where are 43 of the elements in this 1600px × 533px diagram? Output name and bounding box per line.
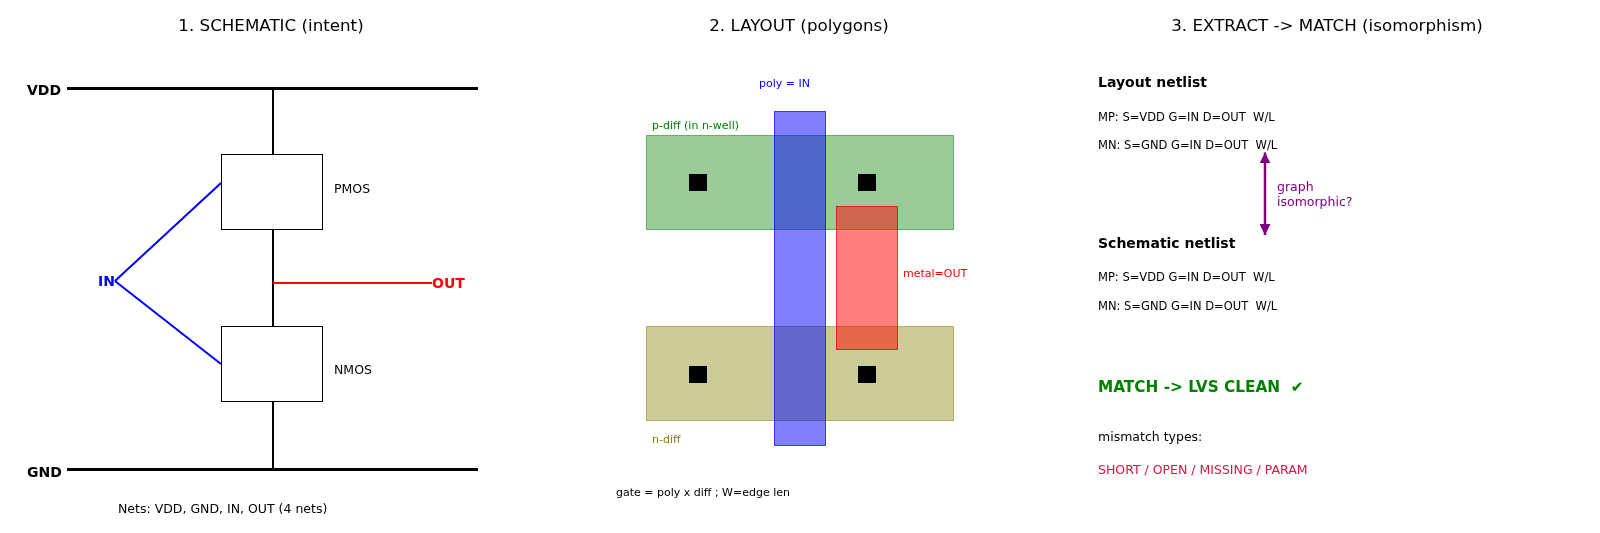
poly-strip	[774, 111, 826, 446]
double-arrow	[1259, 152, 1271, 235]
contact-square	[858, 366, 876, 383]
netlist-line: MN: S=GND G=IN D=OUT W/L	[1098, 138, 1278, 153]
p-diffusion-region	[646, 135, 954, 230]
panel-title: 2. LAYOUT (polygons)	[709, 15, 889, 35]
netlist-line: MP: S=VDD G=IN D=OUT W/L	[1098, 270, 1275, 285]
note-text: mismatch types:	[1098, 428, 1203, 444]
device-label: PMOS	[334, 180, 371, 196]
wire	[113, 182, 222, 282]
net-label: IN	[98, 272, 115, 290]
contact-square	[689, 174, 707, 191]
layer-label: metal=OUT	[903, 267, 968, 281]
device-label: NMOS	[334, 361, 372, 377]
contact-square	[858, 174, 876, 191]
net-label: GND	[27, 463, 62, 481]
wire	[113, 280, 222, 365]
transistor-box	[221, 154, 323, 230]
power-rail	[67, 87, 478, 90]
panel-title: 3. EXTRACT -> MATCH (isomorphism)	[1171, 15, 1483, 35]
netlist-heading: Schematic netlist	[1098, 235, 1236, 252]
netlist-line: MN: S=GND G=IN D=OUT W/L	[1098, 299, 1278, 314]
netlist-heading: Layout netlist	[1098, 74, 1207, 91]
wire	[272, 229, 274, 327]
metal-strip	[836, 206, 898, 350]
wire	[272, 89, 274, 155]
wire	[272, 282, 433, 284]
panel-title: 1. SCHEMATIC (intent)	[178, 15, 364, 35]
status-text: MATCH -> LVS CLEAN ✔	[1098, 377, 1304, 397]
transistor-box	[221, 326, 323, 402]
note-text: gate = poly x diff ; W=edge len	[616, 486, 790, 500]
net-label: VDD	[27, 81, 62, 99]
layer-label: poly = IN	[759, 77, 810, 91]
layer-label: p-diff (in n-well)	[652, 119, 739, 133]
contact-square	[689, 366, 707, 383]
ground-rail	[67, 468, 478, 471]
n-diffusion-region	[646, 326, 954, 421]
mismatch-list: SHORT / OPEN / MISSING / PARAM	[1098, 461, 1308, 477]
wire	[272, 401, 274, 469]
layer-label: n-diff	[652, 433, 681, 447]
note-text: Nets: VDD, GND, IN, OUT (4 nets)	[118, 500, 328, 516]
netlist-line: MP: S=VDD G=IN D=OUT W/L	[1098, 110, 1275, 125]
net-label: OUT	[432, 274, 465, 292]
